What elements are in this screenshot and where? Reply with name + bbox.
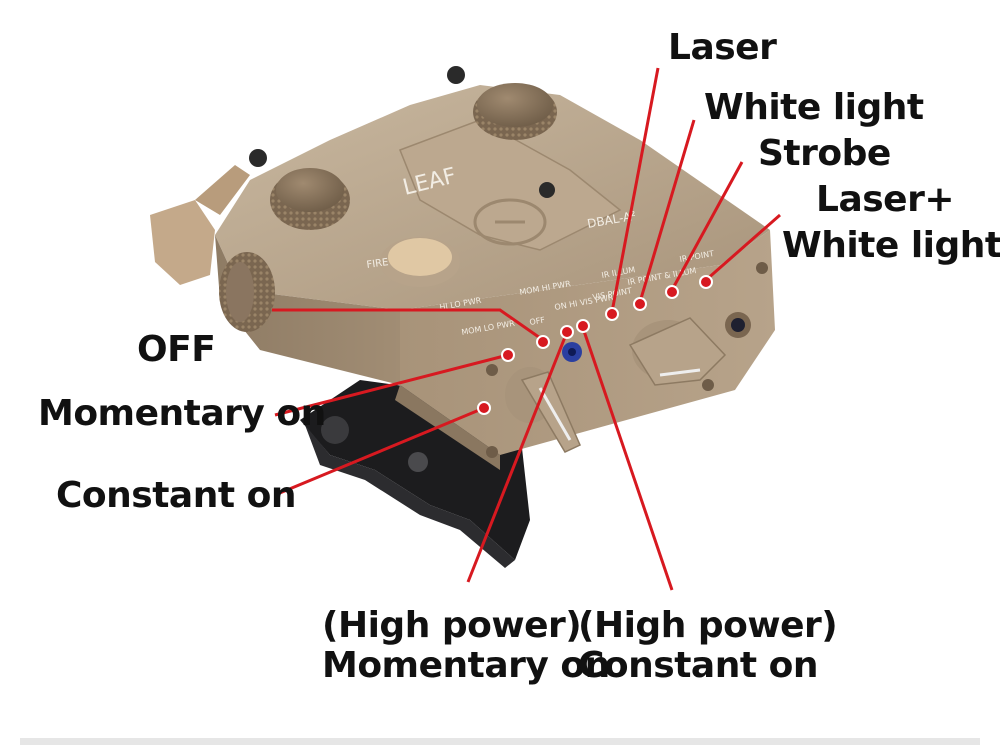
callout-dot-strobe: [665, 285, 679, 299]
callout-line-hp-momentary: [466, 331, 569, 583]
callout-label-strobe: Strobe: [758, 133, 891, 174]
callout-dot-off: [536, 335, 550, 349]
callout-label-hp-momentary: (High power) Momentary on: [322, 605, 610, 686]
panel-engraving: OFF: [529, 315, 546, 327]
callout-label-constant-on: Constant on: [56, 475, 296, 516]
callout-line-white-light: [638, 119, 696, 303]
power-selector-lever: [505, 367, 581, 453]
callout-dot-white-light: [633, 297, 647, 311]
callout-line-laser: [610, 67, 660, 313]
hp-constant-line1: (High power): [578, 605, 838, 646]
hp-constant-line2: Constant on: [578, 644, 818, 686]
callout-dots: [477, 275, 713, 415]
callout-label-white-light: White light: [704, 87, 924, 128]
mode-selector-knob: [628, 317, 727, 386]
callout-dot-momentary-on: [501, 348, 515, 362]
callout-dot-laser: [605, 307, 619, 321]
callout-dot-laser-white: [699, 275, 713, 289]
callout-label-hp-constant: (High power) Constant on: [578, 605, 838, 686]
callout-line-hp-constant: [581, 327, 674, 591]
callout-line-off: [272, 308, 544, 342]
callout-lines: [272, 67, 781, 591]
callout-label-momentary-on: Momentary on: [38, 393, 326, 434]
callout-line-constant-on: [274, 406, 485, 497]
callout-label-laser-plus-white: White light: [782, 225, 1000, 266]
hp-momentary-line1: (High power): [322, 605, 582, 646]
bottom-divider: [20, 738, 980, 745]
callout-label-off: OFF: [137, 329, 216, 370]
laser-device-body: LEAF DBAL-A² FIRE HI LO PWR MOM LO PWR M…: [150, 66, 775, 470]
callout-dot-hp-momentary: [560, 325, 574, 339]
callout-line-momentary-on: [274, 353, 509, 417]
callout-label-laser-plus: Laser+: [816, 179, 955, 220]
fire-engraving: FIRE: [366, 257, 389, 271]
callout-dot-hp-constant: [576, 319, 590, 333]
callout-dot-constant-on: [477, 401, 491, 415]
callout-label-laser: Laser: [668, 27, 777, 68]
callout-line-laser-white: [705, 213, 781, 282]
callout-line-strobe: [670, 161, 744, 291]
hp-momentary-line2: Momentary on: [322, 644, 610, 686]
